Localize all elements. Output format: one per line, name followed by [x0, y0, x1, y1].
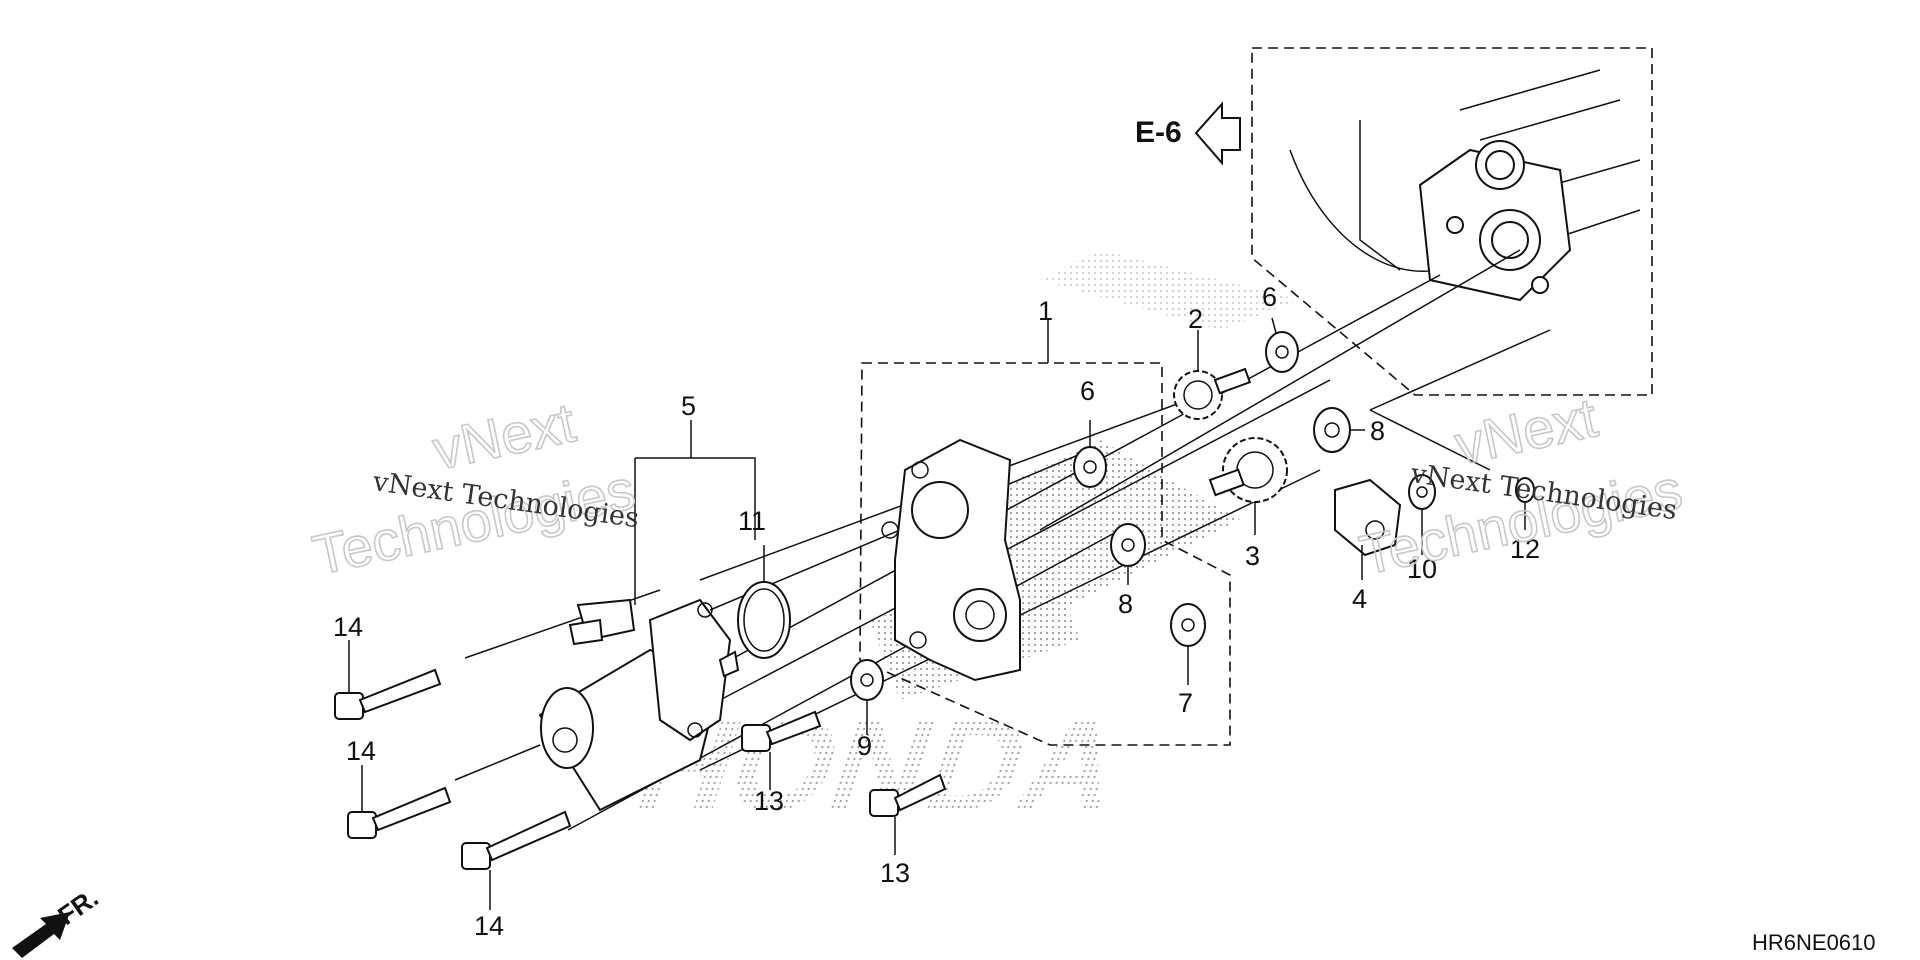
callout-10: 10 — [1407, 554, 1437, 584]
crankcase-outline — [1251, 47, 1653, 396]
starter-motor — [538, 598, 740, 812]
front-arrow-icon — [12, 912, 70, 958]
callout-14-b: 14 — [346, 736, 376, 766]
callout-7: 7 — [1178, 688, 1193, 718]
bolt-13-b — [869, 773, 947, 817]
bolt-13-a — [741, 710, 822, 752]
o-ring — [737, 581, 791, 659]
bolts — [334, 668, 947, 870]
reference-label: E-6 — [1135, 116, 1182, 149]
diagram-code: HR6NE0610 — [1752, 930, 1876, 955]
gear-2 — [1173, 367, 1252, 420]
callout-2: 2 — [1188, 304, 1203, 334]
callout-4: 4 — [1352, 584, 1367, 614]
callout-9: 9 — [857, 731, 872, 761]
shift-arm — [1334, 478, 1402, 557]
callout-14-a: 14 — [333, 612, 363, 642]
callout-14-c: 14 — [474, 911, 504, 941]
reference-arrow-icon — [1194, 101, 1241, 166]
housing-kit-bracket — [859, 340, 1231, 746]
leader-lines — [348, 317, 1526, 910]
motor-housing — [881, 438, 1021, 682]
bolt-14-a — [334, 668, 442, 720]
callout-8-b: 8 — [1118, 589, 1133, 619]
callout-6-b: 6 — [1080, 376, 1095, 406]
watermark-stamp-top: vNext — [427, 390, 581, 481]
watermark-stamp-top: vNext — [1449, 385, 1603, 476]
callout-1: 1 — [1038, 296, 1053, 326]
callout-13-a: 13 — [754, 786, 784, 816]
front-direction: FR. — [12, 882, 104, 958]
callout-8-a: 8 — [1370, 416, 1385, 446]
bolt-14-b — [347, 786, 452, 839]
callout-13-b: 13 — [880, 858, 910, 888]
gear-3 — [1208, 437, 1288, 503]
callout-11: 11 — [738, 506, 766, 536]
vnext-watermark-left: vNext Technologies vNext Technologies — [307, 389, 641, 587]
callout-3: 3 — [1245, 541, 1260, 571]
reference-e6: E-6 — [1135, 101, 1241, 166]
callout-5: 5 — [681, 391, 696, 421]
callout-6-a: 6 — [1262, 282, 1277, 312]
callout-numbers: 1 2 3 4 5 6 6 7 8 8 9 10 11 12 13 13 14 … — [333, 282, 1540, 941]
callout-12: 12 — [1510, 534, 1540, 564]
bolt-14-c — [461, 810, 572, 870]
bearings — [850, 331, 1535, 701]
